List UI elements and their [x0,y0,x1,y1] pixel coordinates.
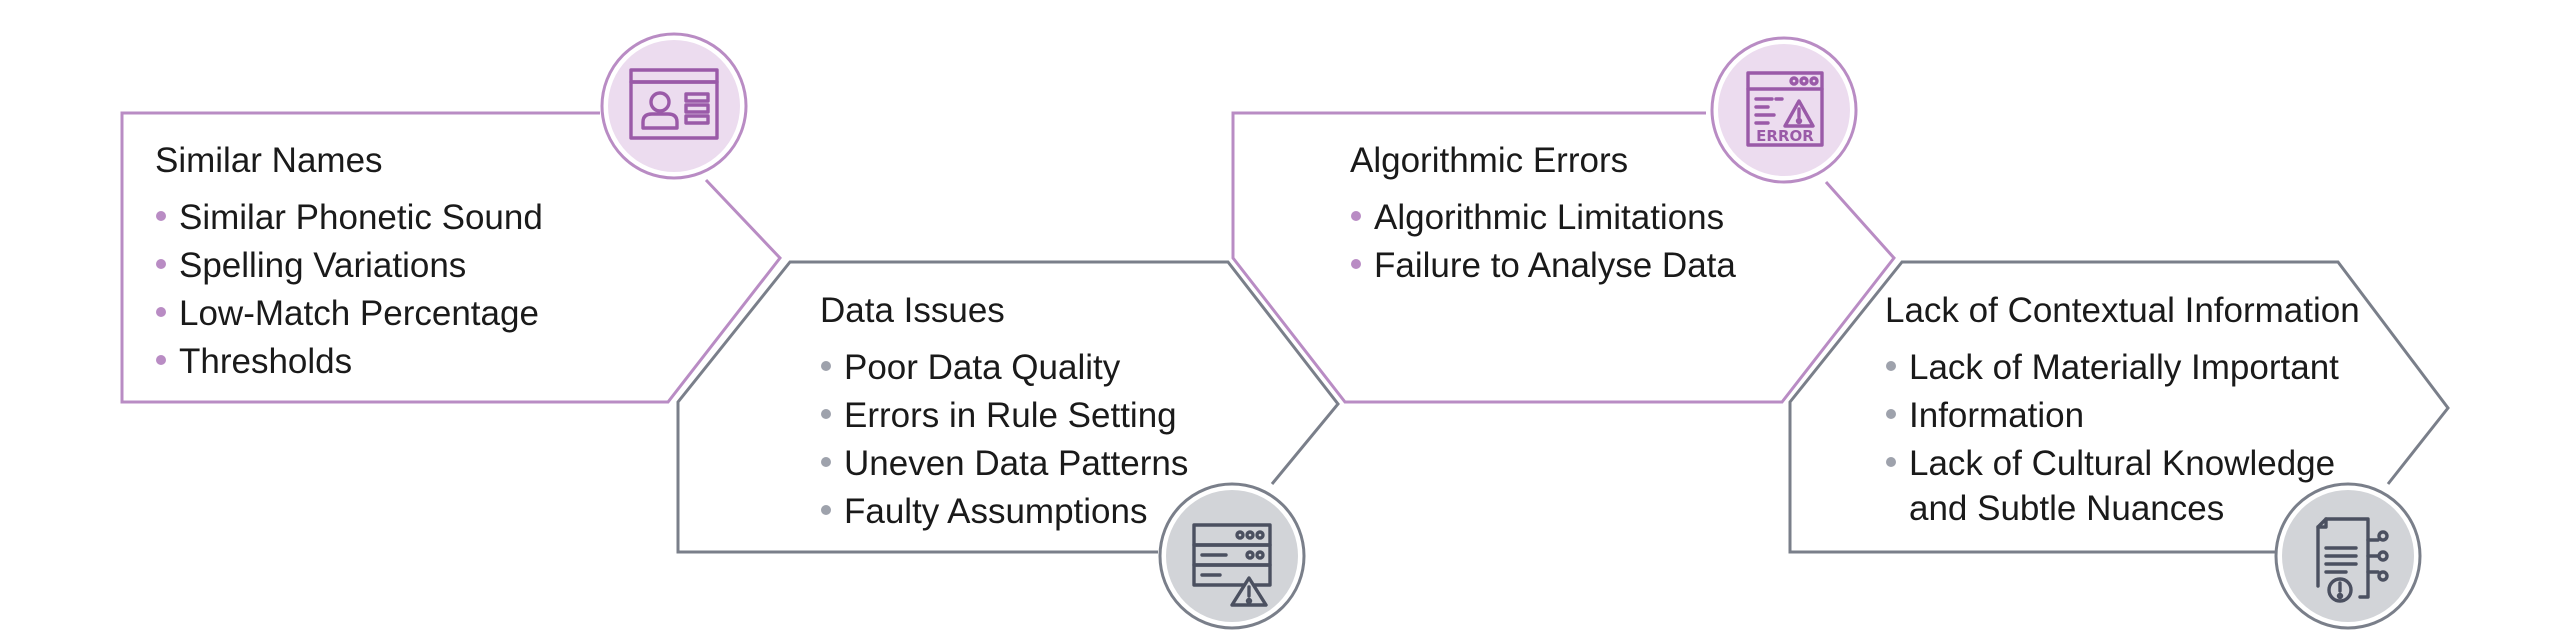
bullet [156,307,166,317]
id-card-icon [629,68,719,140]
card-outline [676,260,1340,554]
list-item: Faulty Assumptions [844,492,1147,531]
list-item: Lack of Materially Important [1909,348,2339,387]
list-item: Information [1909,396,2084,435]
card-title: Lack of Contextual Information [1885,291,2360,330]
bullet [1351,259,1361,269]
list-item: Spelling Variations [179,246,466,285]
error-label: ERROR [1756,127,1814,145]
bullet [156,211,166,221]
card-algorithmic-errors: ERROR Algorithmic Errors Algorithmic Lim… [1231,36,1896,404]
bullet [1886,361,1896,371]
bullet [821,457,831,467]
bullet [156,259,166,269]
card-title: Data Issues [820,291,1005,330]
card-outline [120,111,782,404]
card-outline [1788,260,2450,554]
bullet [156,355,166,365]
bullet [1886,409,1896,419]
icon-badge-fill [1718,44,1850,176]
list-item: Poor Data Quality [844,348,1121,387]
bullet [821,409,831,419]
bullet [821,361,831,371]
list-item: Lack of Cultural Knowledge [1909,444,2335,483]
document-alert-icon [2316,517,2389,603]
list-item: Thresholds [179,342,352,381]
icon-badge-fill [1166,490,1298,622]
list-item: Low-Match Percentage [179,294,539,333]
bullet [1886,457,1896,467]
browser-error-icon [1746,71,1824,147]
bullet [1351,211,1361,221]
bullet [821,505,831,515]
list-item: Algorithmic Limitations [1374,198,1724,237]
list-item: Similar Phonetic Sound [179,198,543,237]
card-title: Algorithmic Errors [1350,141,1628,180]
list-item: and Subtle Nuances [1909,489,2224,528]
card-similar-names: Similar Names Similar Phonetic Sound Spe… [120,32,782,404]
card-outline [1231,111,1896,404]
card-title: Similar Names [155,141,383,180]
card-lack-of-contextual-information: Lack of Contextual Information Lack of M… [1788,260,2450,630]
icon-badge-fill [608,40,740,172]
card-data-issues: Data Issues Poor Data Quality Errors in … [676,260,1340,630]
list-item: Uneven Data Patterns [844,444,1188,483]
list-item: Failure to Analyse Data [1374,246,1736,285]
server-warning-icon [1192,523,1272,607]
list-item: Errors in Rule Setting [844,396,1177,435]
